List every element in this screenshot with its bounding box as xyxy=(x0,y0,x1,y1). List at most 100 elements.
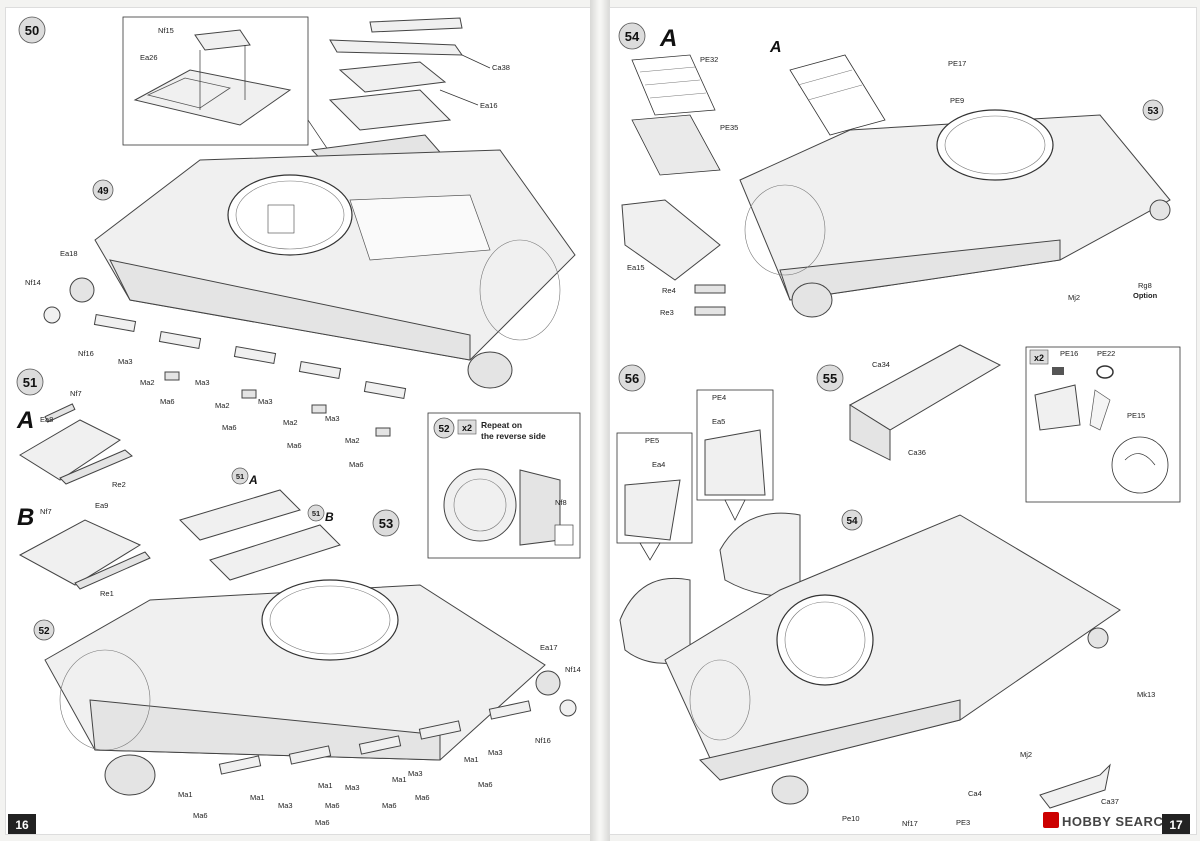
label-re1: Re1 xyxy=(100,589,114,598)
step-54-sub-a-2: A xyxy=(769,39,782,56)
ref-51b-badge: 51 B xyxy=(307,504,334,524)
step-55-inset: x2 PE16 PE22 PE15 xyxy=(1025,346,1181,503)
step-55-multiplier: x2 xyxy=(1034,353,1044,363)
label-nf15: Nf15 xyxy=(158,26,174,35)
label-ma6-e: Ma6 xyxy=(478,780,493,789)
label-pe16: PE16 xyxy=(1060,349,1078,358)
step-53-suspension-arms xyxy=(218,700,532,775)
label-ca36: Ca36 xyxy=(908,448,926,457)
step-52-ref-number: 52 xyxy=(38,626,50,637)
label-ma6-i: Ma6 xyxy=(193,811,208,820)
label-ea8: Ea8 xyxy=(40,415,53,424)
label-ma1-e: Ma1 xyxy=(178,790,193,799)
label-ma1-c: Ma1 xyxy=(318,781,333,790)
label-re2: Re2 xyxy=(112,480,126,489)
step-56-badge: 56 xyxy=(618,364,646,392)
label-ma2-c: Ma2 xyxy=(283,418,298,427)
label-mj2-a: Mj2 xyxy=(1068,293,1080,302)
label-ma2-d: Ma2 xyxy=(345,436,360,445)
step-56-inset-left: PE5 Ea4 xyxy=(616,432,693,561)
step-55-badge: 55 xyxy=(816,364,844,392)
label-ea4: Ea4 xyxy=(652,460,665,469)
step-54-hull xyxy=(739,109,1171,318)
step-50-suspension-arms xyxy=(93,314,407,437)
label-ea5: Ea5 xyxy=(712,417,725,426)
label-ma3-b: Ma3 xyxy=(195,378,210,387)
label-ma6-d: Ma6 xyxy=(349,460,364,469)
label-option: Option xyxy=(1133,291,1158,300)
label-pe4: PE4 xyxy=(712,393,726,402)
step-56-fender-right xyxy=(719,512,801,597)
label-nf7-b: Nf7 xyxy=(40,507,52,516)
page-gutter xyxy=(590,0,610,841)
label-pe17: PE17 xyxy=(948,59,966,68)
label-ma6-f: Ma6 xyxy=(415,793,430,802)
page-number-left: 16 xyxy=(8,814,36,834)
label-mj2-b: Mj2 xyxy=(1020,750,1032,759)
label-ca37: Ca37 xyxy=(1101,797,1119,806)
label-ma1-a: Ma1 xyxy=(464,755,479,764)
step-50-badge: 50 xyxy=(18,16,46,44)
ref-51a-letter: A xyxy=(248,473,258,487)
label-ea17: Ea17 xyxy=(540,643,558,652)
label-nf16: Nf16 xyxy=(78,349,94,358)
label-ca34: Ca34 xyxy=(872,360,890,369)
step-49-badge: 49 xyxy=(92,179,114,201)
step-53-ref-badge: 53 xyxy=(1142,99,1164,121)
step-53-number: 53 xyxy=(379,516,393,531)
ref-51b-letter: B xyxy=(325,510,334,524)
step-56-number: 56 xyxy=(625,371,639,386)
step-56-fender-left xyxy=(619,577,691,664)
label-ma3-a: Ma3 xyxy=(118,357,133,366)
step-50-hull xyxy=(43,149,576,389)
step-54-ref-number: 54 xyxy=(846,516,858,527)
step-54-number: 54 xyxy=(625,29,640,44)
step-54-lower-hull xyxy=(664,514,1121,805)
hobby-search-watermark: HOBBY SEARCH xyxy=(1043,812,1173,829)
label-nf14: Nf14 xyxy=(25,278,41,287)
label-ma3-d: Ma3 xyxy=(325,414,340,423)
label-ma6-c: Ma6 xyxy=(287,441,302,450)
step-55-number: 55 xyxy=(823,371,837,386)
step-52-note-line1: Repeat on xyxy=(481,420,522,430)
step-50-inset: Nf15 Ea26 xyxy=(122,16,346,176)
step-52-multiplier: x2 xyxy=(462,423,472,433)
step-51-number: 51 xyxy=(23,375,37,390)
label-pe9: PE9 xyxy=(950,96,964,105)
watermark-text: HOBBY SEARCH xyxy=(1062,814,1173,829)
step-52-inset: 52 x2 Repeat on the reverse side Nf8 xyxy=(427,412,581,559)
label-pe15: PE15 xyxy=(1127,411,1145,420)
step-53-ref-number: 53 xyxy=(1147,106,1159,117)
step-54-badge: 54 xyxy=(618,22,646,50)
label-nf8: Nf8 xyxy=(555,498,567,507)
label-pe3: PE3 xyxy=(956,818,970,827)
label-pe32: PE32 xyxy=(700,55,718,64)
label-ea15: Ea15 xyxy=(627,263,645,272)
step-52-note-line2: the reverse side xyxy=(481,431,546,441)
ref-51a-badge: 51 A xyxy=(231,467,258,487)
page-number-17: 17 xyxy=(1169,818,1183,832)
label-ca38: Ca38 xyxy=(492,63,510,72)
label-nf14-b: Nf14 xyxy=(565,665,581,674)
label-ma3-g: Ma3 xyxy=(345,783,360,792)
step-54-tow-bar xyxy=(1039,763,1111,809)
ref-51b-number: 51 xyxy=(312,509,320,518)
step-53-subparts xyxy=(179,489,341,581)
label-ma3-e: Ma3 xyxy=(488,748,503,757)
label-ma3-f: Ma3 xyxy=(408,769,423,778)
label-ma2-b: Ma2 xyxy=(215,401,230,410)
label-ca4: Ca4 xyxy=(968,789,982,798)
step-54-ref-badge: 54 xyxy=(841,509,863,531)
page-number-right: 17 xyxy=(1162,814,1190,834)
label-re3: Re3 xyxy=(660,308,674,317)
label-nf16-b: Nf16 xyxy=(535,736,551,745)
label-ma3-h: Ma3 xyxy=(278,801,293,810)
label-ea26: Ea26 xyxy=(140,53,158,62)
step-50-number: 50 xyxy=(25,23,39,38)
step-51-sub-b: B xyxy=(17,504,34,531)
label-ea18: Ea18 xyxy=(60,249,78,258)
label-ea9: Ea9 xyxy=(95,501,108,510)
step-51-badge: 51 xyxy=(16,368,44,396)
label-pe10: Pe10 xyxy=(842,814,860,823)
